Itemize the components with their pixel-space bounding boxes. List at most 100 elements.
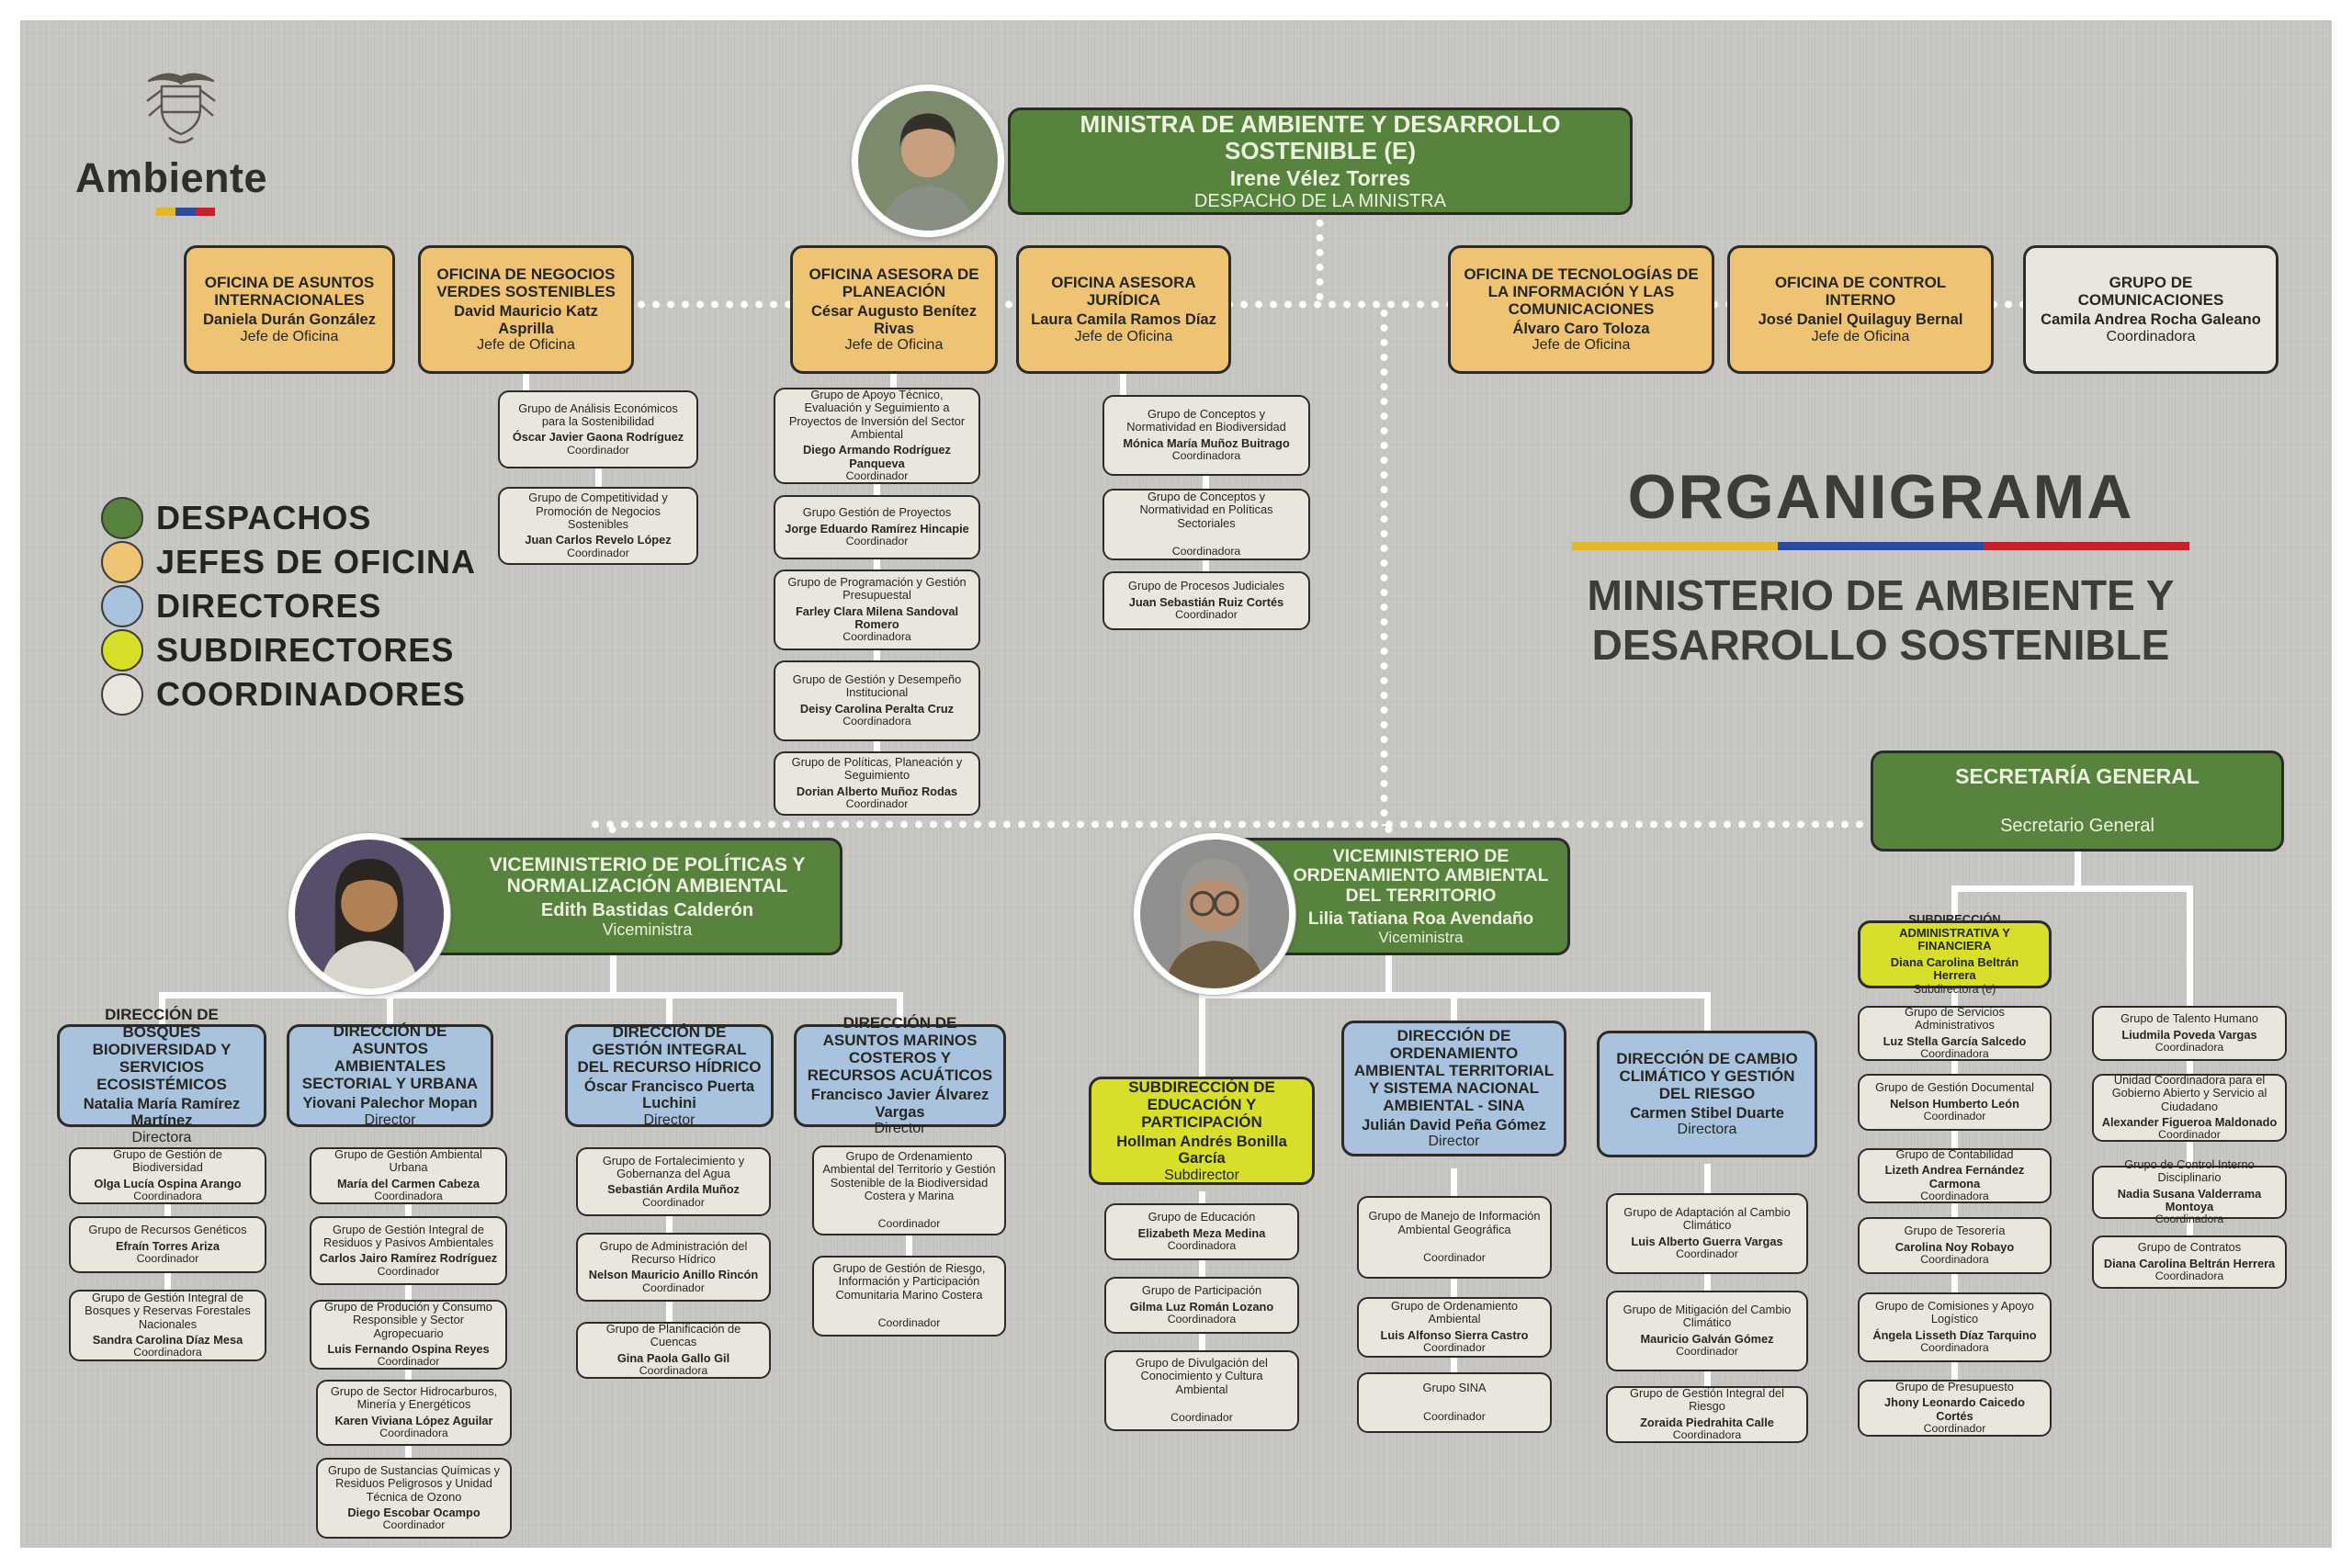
- connector-line: [1451, 992, 1457, 1023]
- node-role: Director: [874, 1121, 926, 1137]
- title-block: ORGANIGRAMA MINISTERIO DE AMBIENTE Y DES…: [1532, 461, 2230, 671]
- node-title: Grupo de Participación: [1141, 1283, 1262, 1298]
- connector-line: [2075, 852, 2081, 888]
- node-role: Coordinadora: [1920, 1190, 1989, 1203]
- org-node-dir-cambio-climatico: DIRECCIÓN DE CAMBIO CLIMÁTICO Y GESTIÓN …: [1597, 1031, 1817, 1157]
- flag-mini-bar: [156, 208, 215, 216]
- node-title: VICEMINISTERIO DE ORDENAMIENTO AMBIENTAL…: [1293, 845, 1549, 907]
- org-node-pl5: Grupo de Políticas, Planeación y Seguimi…: [774, 751, 980, 816]
- node-title: SUBDIRECCIÓN ADMINISTRATIVA Y FINANCIERA: [1899, 912, 2010, 953]
- node-role: Directora: [131, 1129, 192, 1145]
- node-role: Coordinadora: [1920, 1047, 1989, 1061]
- org-node-da4: Grupo de Sector Hidrocarburos, Minería y…: [316, 1380, 512, 1446]
- node-name: Lizeth Andrea Fernández Carmona: [1884, 1163, 2025, 1190]
- node-name: Ángela Lisseth Díaz Tarquino: [1872, 1327, 2037, 1342]
- node-title: Grupo Gestión de Proyectos: [802, 505, 952, 520]
- legend-swatch: [101, 585, 143, 627]
- node-name: Camila Andrea Rocha Galeano: [2041, 311, 2261, 329]
- node-title: VICEMINISTERIO DE POLÍTICAS Y NORMALIZAC…: [489, 853, 806, 897]
- node-title: Grupo de Divulgación del Conocimiento y …: [1136, 1356, 1268, 1396]
- connector-line: [1199, 1191, 1205, 1357]
- node-title: Grupo de Produción y Consumo Responsible…: [324, 1299, 492, 1340]
- node-role: Coordinadora: [1167, 1312, 1237, 1325]
- node-title: Grupo de Gestión de Riesgo, Información …: [832, 1261, 986, 1302]
- connector-dotted: [608, 822, 616, 839]
- node-role: Jefe de Oficina: [1811, 328, 1910, 344]
- node-name: Gilma Luz Román Lozano: [1129, 1299, 1274, 1314]
- node-role: Coordinadora: [842, 715, 911, 728]
- org-node-ministra: MINISTRA DE AMBIENTE Y DESARROLLO SOSTEN…: [1008, 107, 1633, 215]
- node-role: Coordinador: [642, 1280, 705, 1294]
- node-title: Grupo de Procesos Judiciales: [1127, 579, 1284, 593]
- org-node-ju2: Grupo de Conceptos y Normatividad en Pol…: [1102, 489, 1310, 560]
- org-node-subdir-admin-financiera: SUBDIRECCIÓN ADMINISTRATIVA Y FINANCIERA…: [1858, 912, 2052, 996]
- node-name: María del Carmen Cabeza: [336, 1176, 481, 1190]
- node-name: Jhony Leonardo Caicedo Cortés: [1884, 1395, 2025, 1423]
- node-title: Grupo de Políticas, Planeación y Seguimi…: [791, 755, 963, 783]
- node-name: Gina Paola Gallo Gil: [616, 1350, 730, 1365]
- node-title: Grupo de Adaptación al Cambio Climático: [1623, 1205, 1791, 1233]
- legend-label: COORDINADORES: [156, 675, 467, 713]
- node-name: José Daniel Quilaguy Bernal: [1758, 311, 1963, 329]
- node-role: Coordinadora: [2106, 328, 2196, 344]
- org-node-sgt2: Unidad Coordinadora para el Gobierno Abi…: [2092, 1073, 2287, 1142]
- node-title: Grupo de Ordenamiento Ambiental: [1390, 1299, 1518, 1326]
- node-title: Grupo de Sustancias Químicas y Residuos …: [327, 1462, 501, 1504]
- org-node-pl4: Grupo de Gestión y Desempeño Institucion…: [774, 660, 980, 741]
- connector-dotted: [1316, 216, 1324, 306]
- node-title: Grupo de Presupuesto: [1895, 1380, 2014, 1394]
- org-node-of-tic: OFICINA DE TECNOLOGÍAS DE LA INFORMACIÓN…: [1448, 245, 1714, 374]
- node-name: Luis Fernando Ospina Reyes: [327, 1341, 490, 1356]
- node-name: Óscar Javier Gaona Rodríguez: [512, 430, 684, 445]
- connector-line: [1951, 886, 1958, 924]
- node-name: Zoraida Piedrahita Calle: [1640, 1415, 1774, 1429]
- org-node-pl3: Grupo de Programación y Gestión Presupue…: [774, 570, 980, 650]
- legend-item: DESPACHOS: [101, 496, 476, 540]
- node-title: Grupo de Contratos: [2137, 1240, 2242, 1255]
- legend-item: COORDINADORES: [101, 672, 476, 716]
- node-title: Grupo de Gestión de Biodiversidad: [113, 1147, 222, 1175]
- ministry-crest-icon: [141, 68, 220, 152]
- node-name: Karen Viviana López Aguilar: [334, 1413, 493, 1427]
- legend-item: DIRECTORES: [101, 584, 476, 628]
- node-title: Grupo de Sector Hidrocarburos, Minería y…: [330, 1384, 498, 1412]
- page-subtitle-line2: DESARROLLO SOSTENIBLE: [1591, 621, 2170, 670]
- node-name: Liudmila Poveda Vargas: [2121, 1027, 2257, 1042]
- node-name: Nelson Mauricio Anillo Rincón: [588, 1268, 759, 1282]
- org-node-nv1: Grupo de Análisis Económicos para la Sos…: [498, 390, 698, 468]
- node-role: Coordinadora: [1920, 1341, 1989, 1355]
- connector-line: [1120, 374, 1126, 400]
- node-role: Coordinador: [2158, 1128, 2221, 1142]
- flag-blue: [1778, 542, 1984, 550]
- node-name: Nelson Humberto León: [1890, 1096, 2019, 1111]
- node-name: Mauricio Galván Gómez: [1640, 1331, 1774, 1346]
- node-role: Coordinador: [1923, 1109, 1986, 1122]
- node-role: Coordinador: [1423, 1250, 1486, 1264]
- node-role: Coordinadora: [133, 1346, 202, 1359]
- node-role: Coordinador: [1175, 607, 1238, 621]
- node-role: Jefe de Oficina: [1074, 328, 1173, 344]
- avatar-vm-ordenamiento: [1134, 833, 1295, 995]
- node-title: Grupo de Servicios Administrativos: [1905, 1005, 2005, 1032]
- node-title: Grupo de Mitigación del Cambio Climático: [1623, 1303, 1792, 1330]
- node-title: DIRECCIÓN DE ASUNTOS MARINOS COSTEROS Y …: [807, 1014, 993, 1085]
- legend-label: DESPACHOS: [156, 499, 372, 536]
- node-name: Sandra Carolina Díaz Mesa: [92, 1332, 243, 1347]
- org-node-ds1: Grupo de Manejo de Información Ambiental…: [1357, 1196, 1552, 1279]
- node-name: Natalia María Ramírez Martínez: [83, 1095, 241, 1130]
- legend-label: DIRECTORES: [156, 587, 382, 625]
- org-node-dm2: Grupo de Gestión de Riesgo, Información …: [812, 1256, 1006, 1337]
- connector-line: [523, 374, 529, 397]
- node-role: Coordinador: [845, 534, 909, 547]
- node-title: Grupo de Conceptos y Normatividad en Pol…: [1139, 490, 1273, 530]
- avatar-vm-politicas: [288, 833, 450, 995]
- org-node-dir-sina: DIRECCIÓN DE ORDENAMIENTO AMBIENTAL TERR…: [1341, 1021, 1566, 1156]
